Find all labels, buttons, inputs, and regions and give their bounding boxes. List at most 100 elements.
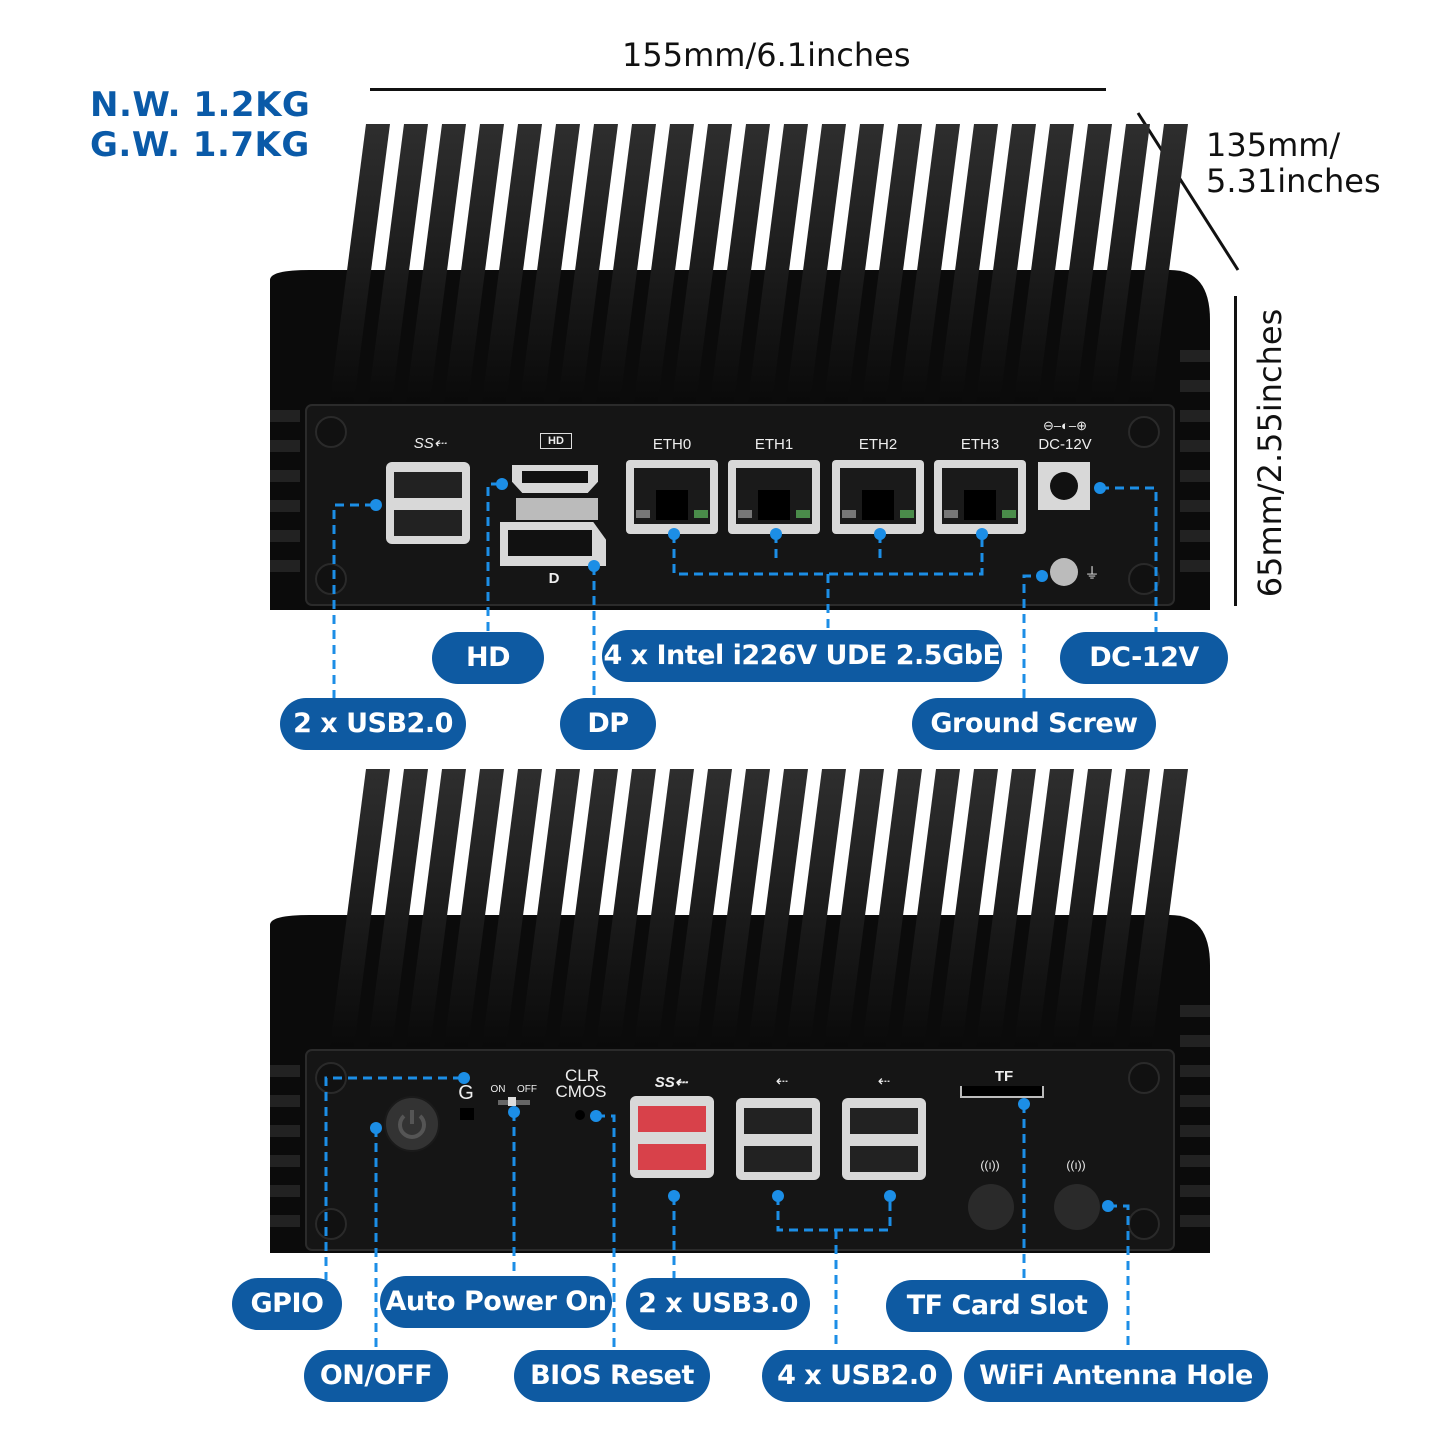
device-rear-body [270, 769, 1210, 1253]
panel-screw [1128, 1208, 1160, 1240]
callout-on-off: ON/OFF [304, 1350, 448, 1402]
panel-screw [315, 563, 347, 595]
usb2-port-pair [386, 462, 470, 544]
ground-screw [1050, 558, 1078, 586]
depth-dimension-line2: 5.31inches [1206, 162, 1381, 200]
heatsink-fin [1014, 124, 1074, 402]
callout-ethernet: 4 x Intel i226V UDE 2.5GbE [602, 630, 1002, 682]
ethernet-port-eth3 [934, 460, 1026, 534]
heatsink-fin [1090, 769, 1150, 1047]
panel-screw [315, 416, 347, 448]
heatsink-fin [938, 124, 998, 402]
heatsink-fin [444, 124, 504, 402]
depth-dimension-line [1136, 112, 1240, 271]
eth1-label: ETH1 [754, 436, 794, 453]
heatsink-fin [900, 769, 960, 1047]
heatsink-fin [482, 124, 542, 402]
tf-label: TF [994, 1068, 1014, 1085]
callout-hd: HD [432, 632, 544, 684]
height-dimension-line [1234, 296, 1237, 606]
eth3-label: ETH3 [960, 436, 1000, 453]
gross-weight: G.W. 1.7KG [90, 125, 310, 165]
heatsink-fin [520, 124, 580, 402]
heatsink-fin [824, 124, 884, 402]
heatsink-fin [634, 769, 694, 1047]
usb2-port-pair-right [842, 1098, 926, 1180]
dc-power-jack [1038, 462, 1090, 510]
heatsink-fin [824, 769, 884, 1047]
callout-bios-reset: BIOS Reset [514, 1350, 710, 1402]
depth-dimension-line1: 135mm/ [1206, 126, 1341, 164]
clr-label: CLR [564, 1066, 599, 1085]
heatsink-fin [1090, 124, 1150, 402]
heatsink-fin [634, 124, 694, 402]
callout-ground-screw: Ground Screw [912, 698, 1156, 750]
heatsink-fin [368, 124, 428, 402]
heatsink-fin [596, 124, 656, 402]
heatsink-fin [672, 769, 732, 1047]
gpio-header [460, 1108, 474, 1120]
heatsink-fin [710, 124, 770, 402]
callout-dp: DP [560, 698, 656, 750]
heatsink-fin [406, 124, 466, 402]
callout-tf-card: TF Card Slot [886, 1280, 1108, 1332]
port-divider [516, 498, 598, 520]
wifi-antenna-hole [968, 1184, 1014, 1230]
wifi-antenna-hole [1054, 1184, 1100, 1230]
eth2-label: ETH2 [858, 436, 898, 453]
ground-symbol-icon: ⏚ [1084, 565, 1100, 582]
heatsink-fin [976, 124, 1036, 402]
wifi-icon: ((ı)) [980, 1158, 1000, 1172]
hdmi-logo-icon: HD [540, 433, 572, 449]
dc-polarity-icon: ⊖–◐–⊕ [1042, 418, 1088, 433]
auto-power-switch[interactable] [498, 1097, 530, 1106]
heatsink-fin [330, 769, 390, 1047]
bios-reset-hole[interactable] [575, 1110, 585, 1120]
panel-screw [315, 1062, 347, 1094]
usb3-superspeed-icon: SS⇠ [654, 1074, 688, 1091]
heatsink-fin [938, 769, 998, 1047]
height-dimension: 65mm/2.55inches [1251, 308, 1289, 598]
callout-usb2: 2 x USB2.0 [280, 698, 466, 750]
heatsink-fin [406, 769, 466, 1047]
usb2-logo-icon: ⇠ [775, 1073, 789, 1090]
usb3-port-pair [630, 1096, 714, 1178]
width-dimension: 155mm/6.1inches [622, 36, 911, 74]
heatsink-fin [520, 769, 580, 1047]
heatsink-fin [1014, 769, 1074, 1047]
power-button[interactable] [384, 1096, 440, 1152]
heatsink-fin [786, 124, 846, 402]
panel-screw [1128, 1062, 1160, 1094]
displayport-port [500, 522, 606, 566]
width-dimension-line [370, 88, 1106, 91]
heatsink-fin [1052, 769, 1112, 1047]
heatsink-fin [748, 769, 808, 1047]
heatsink-fin [1052, 124, 1112, 402]
heatsink-fin [444, 769, 504, 1047]
usb2-port-pair-left [736, 1098, 820, 1180]
gpio-label: G [458, 1082, 474, 1104]
usb2-logo-icon: ⇠ [877, 1073, 891, 1090]
heatsink-fin [748, 124, 808, 402]
heatsink-fin [786, 769, 846, 1047]
panel-screw [1128, 563, 1160, 595]
heatsink-fin [596, 769, 656, 1047]
switch-off-label: OFF [517, 1084, 537, 1095]
net-weight: N.W. 1.2KG [90, 85, 311, 125]
heatsink-fin [558, 769, 618, 1047]
heatsink-fin [862, 124, 922, 402]
ethernet-port-eth2 [832, 460, 924, 534]
ethernet-port-eth1 [728, 460, 820, 534]
heatsink-fin [558, 124, 618, 402]
heatsink-fin [710, 769, 770, 1047]
panel-screw [1128, 416, 1160, 448]
heatsink-fin [482, 769, 542, 1047]
displayport-logo-icon: D [548, 570, 560, 587]
switch-on-label: ON [490, 1084, 506, 1095]
callout-gpio: GPIO [232, 1278, 342, 1330]
callout-usb2-rear: 4 x USB2.0 [762, 1350, 952, 1402]
power-icon [398, 1110, 426, 1139]
callout-auto-power-on: Auto Power On [380, 1276, 612, 1328]
usb-superspeed-icon: SS⇠ [413, 435, 447, 452]
eth0-label: ETH0 [652, 436, 692, 453]
